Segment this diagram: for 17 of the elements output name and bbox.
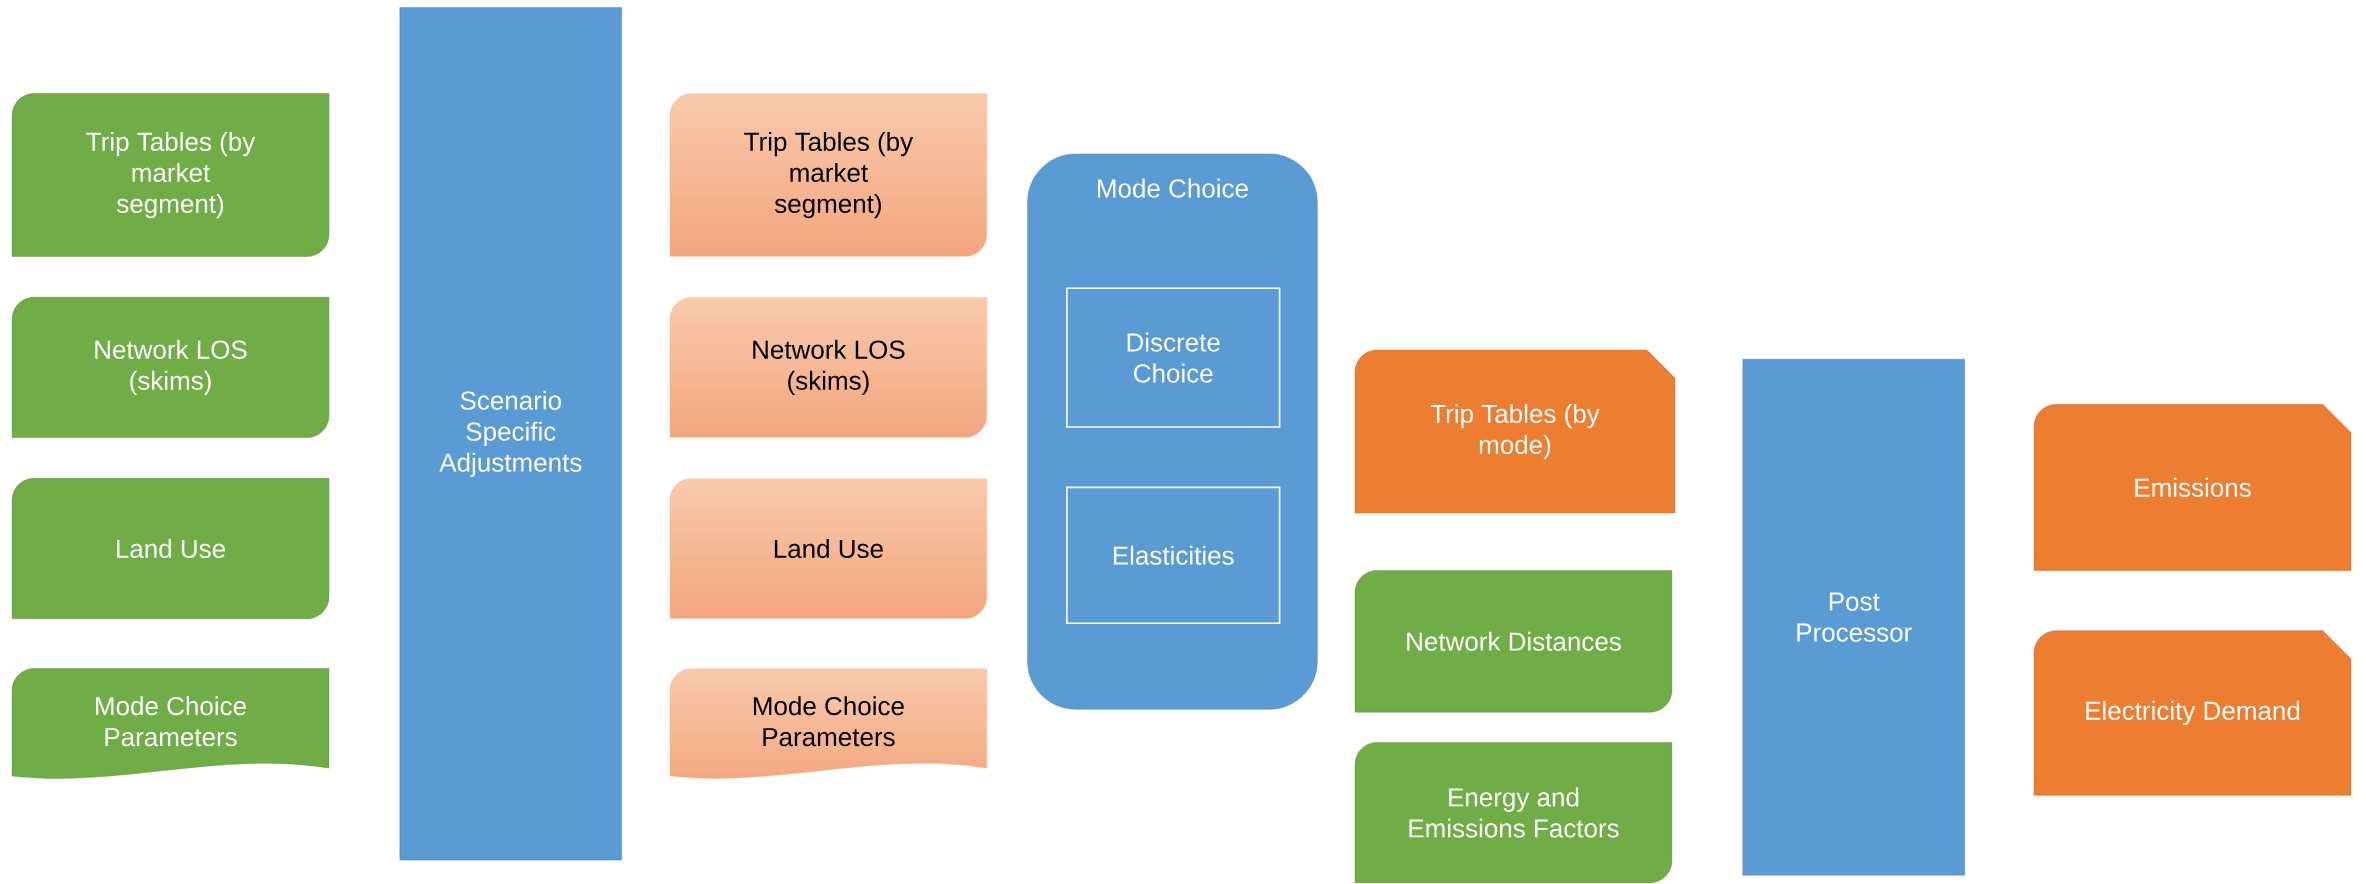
document-box: Mode Choice Parameters [11,668,330,779]
output-box: Electricity Demand [2033,630,2352,796]
input-box: Trip Tables (by market segment) [11,93,330,257]
component-box: Discrete Choice [1066,287,1281,428]
component-box: Elasticities [1066,486,1281,624]
output-box: Emissions [2033,404,2352,571]
input-box: Trip Tables (by market segment) [669,93,988,257]
input-box: Energy and Emissions Factors [1354,742,1673,883]
input-box: Network LOS (skims) [669,297,988,438]
input-box: Network Distances [1354,570,1673,713]
input-box: Land Use [669,478,988,619]
output-box: Trip Tables (by mode) [1354,349,1676,514]
input-box: Land Use [11,478,330,619]
process-box: Post Processor [1742,358,1965,876]
process-box: Scenario Specific Adjustments [399,7,622,861]
document-box: Mode Choice Parameters [669,668,988,779]
input-box: Network LOS (skims) [11,297,330,438]
